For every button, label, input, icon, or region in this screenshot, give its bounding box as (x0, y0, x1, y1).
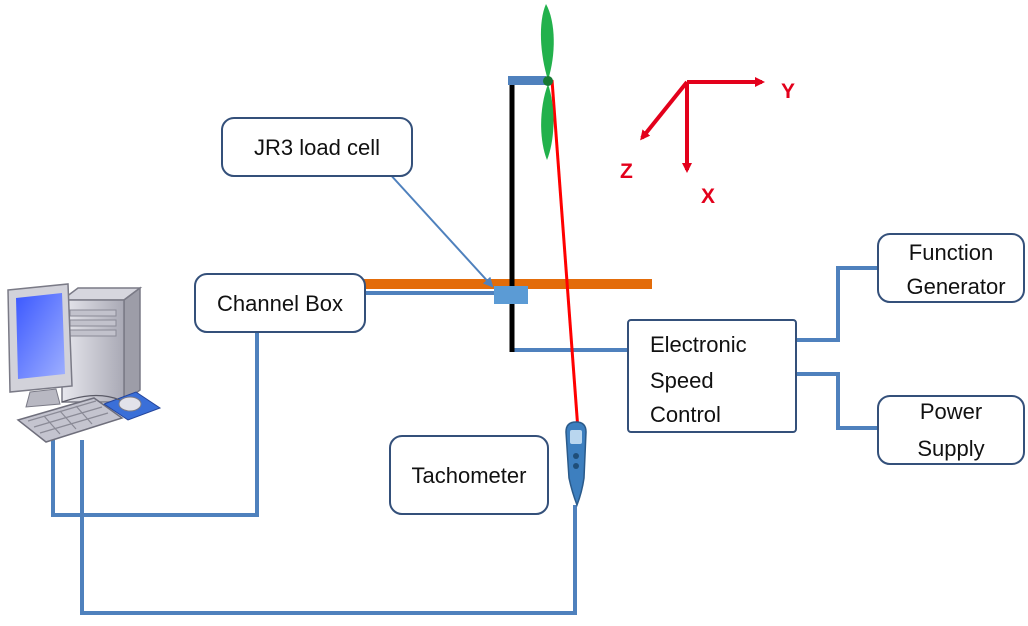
horizontal-beam (364, 279, 652, 289)
y-axis-label: Y (781, 80, 795, 103)
propeller-icon (540, 4, 554, 160)
coordinate-axes (640, 77, 765, 173)
wire-keyboard-to-channel-box (51, 332, 259, 517)
x-axis-label: X (701, 185, 715, 208)
power-supply-label-line2: Supply (917, 436, 984, 461)
laser-beam (550, 79, 580, 431)
function-generator-label-line2: Generator (906, 274, 1005, 299)
jr3-load-cell-box: JR3 load cell (221, 117, 413, 177)
handheld-tachometer-icon (565, 421, 587, 508)
computer-mouse (118, 396, 142, 412)
wire-keyboard-to-tachometer (80, 440, 577, 615)
function-generator-box: Function Generator (877, 233, 1025, 303)
tachometer-label: Tachometer (412, 463, 527, 488)
power-supply-box: Power Supply (877, 395, 1025, 465)
computer-monitor (7, 283, 73, 408)
desktop-computer-icon (7, 283, 162, 443)
wire-esc-to-function-generator (795, 266, 878, 342)
wire-esc-to-power-supply (795, 372, 878, 430)
load-cell (494, 286, 528, 304)
z-axis-label: Z (620, 160, 633, 183)
motor-arm (508, 76, 546, 85)
esc-label-line2: Speed (650, 368, 714, 393)
channel-box-label: Channel Box (217, 291, 343, 316)
wires (51, 266, 878, 615)
electronic-speed-control-box: Electronic Speed Control (627, 319, 797, 433)
jr3-load-cell-label: JR3 load cell (254, 135, 380, 160)
channel-box-box: Channel Box (194, 273, 366, 333)
mouse-cable (61, 394, 121, 403)
load-cell-pointer-arrow (387, 171, 494, 288)
computer-keyboard (16, 397, 124, 443)
z-axis-arrow (640, 80, 689, 141)
power-supply-label-line1: Power (920, 399, 982, 424)
computer-tower (59, 286, 143, 404)
tachometer-box: Tachometer (389, 435, 549, 515)
esc-label-line1: Electronic (650, 332, 747, 357)
esc-label-line3: Control (650, 402, 721, 427)
function-generator-label-line1: Function (909, 240, 993, 265)
